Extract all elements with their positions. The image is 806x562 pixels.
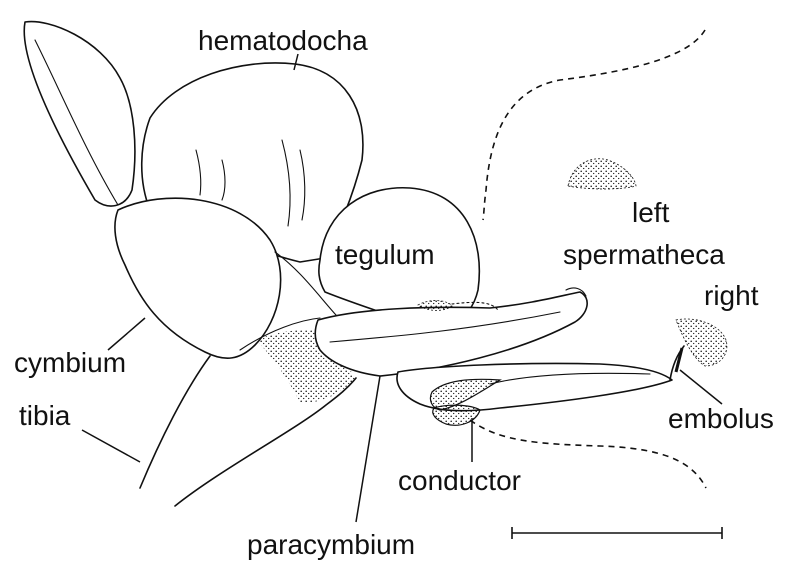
epigynum-outline-upper [483, 30, 705, 220]
embolus-label: embolus [668, 403, 774, 434]
embolus-tip [676, 348, 682, 372]
paracymbium-leader [356, 376, 380, 522]
right-label: right [704, 280, 759, 311]
cymbium-label: cymbium [14, 347, 126, 378]
scale-bar [512, 527, 722, 539]
cymbium-lobe [24, 22, 135, 206]
paracymbium-label: paracymbium [247, 529, 415, 560]
tegulum-label: tegulum [335, 239, 435, 270]
cymbium-leader [108, 318, 145, 350]
right-spermatheca-shape [676, 319, 727, 366]
conductor-label: conductor [398, 465, 521, 496]
tibia-label: tibia [19, 400, 71, 431]
tibia-leader [82, 430, 140, 462]
embolus-leader [680, 370, 722, 404]
left-spermatheca-shape [568, 159, 636, 189]
spermatheca-label: spermatheca [563, 239, 725, 270]
hematodocha-label: hematodocha [198, 25, 368, 56]
left-label: left [632, 197, 670, 228]
